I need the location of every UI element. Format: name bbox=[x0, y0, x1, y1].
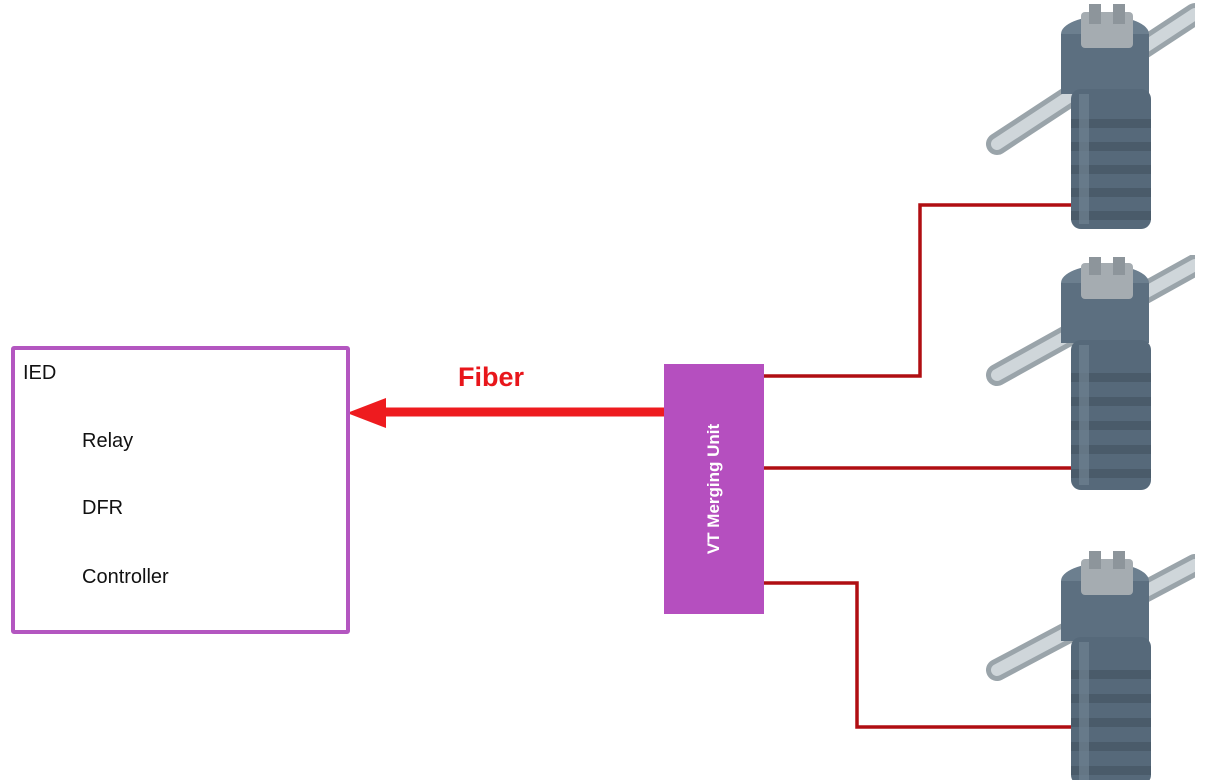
ied-box: IED Relay DFR Controller bbox=[11, 346, 350, 634]
ied-function-relay: Relay bbox=[82, 430, 134, 452]
ied-function-dfr: DFR bbox=[82, 497, 124, 519]
fiber-label: Fiber bbox=[458, 362, 525, 392]
ied-function-controller: Controller bbox=[82, 566, 169, 588]
voltage-transformer-icon bbox=[985, 255, 1195, 495]
voltage-transformer-icon bbox=[985, 545, 1195, 780]
wire-to-vt-3 bbox=[764, 581, 1075, 729]
wire-to-vt-1 bbox=[764, 203, 1072, 378]
voltage-transformer-icon bbox=[985, 0, 1195, 234]
merging-unit-label: VT Merging Unit bbox=[704, 423, 723, 555]
fiber-arrowhead bbox=[347, 398, 386, 428]
ied-title: IED bbox=[23, 362, 57, 384]
merging-unit-box: VT Merging Unit bbox=[664, 364, 764, 614]
